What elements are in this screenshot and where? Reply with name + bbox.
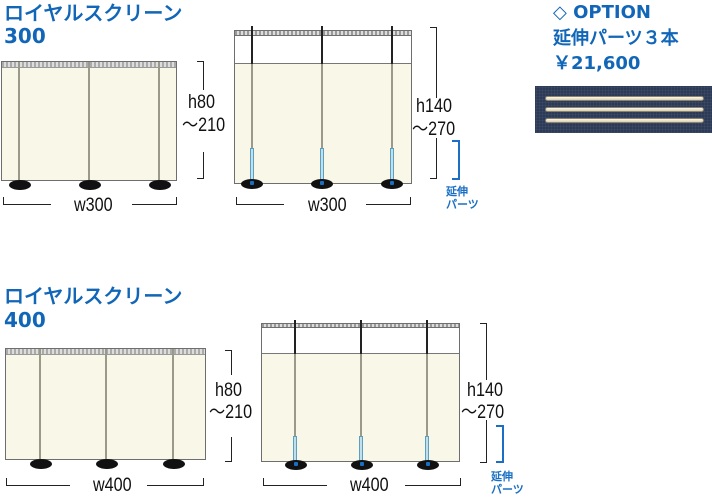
extension-bracket xyxy=(496,425,504,463)
screen-300-high-diagram xyxy=(234,26,414,196)
foot-icon xyxy=(163,459,185,469)
width-label: w400 xyxy=(350,475,389,496)
screen-400-high-diagram xyxy=(261,320,461,470)
height-label: h140 xyxy=(467,380,503,401)
foot-icon xyxy=(96,459,118,469)
height-range: ～210 xyxy=(182,115,226,136)
product-title-300: ロイヤルスクリーン xyxy=(4,1,183,25)
extension-label-2: パーツ xyxy=(446,198,479,211)
option-heading: ◇ OPTION xyxy=(553,2,651,23)
option-label: OPTION xyxy=(573,2,651,23)
width-label: w400 xyxy=(93,475,132,496)
width-bracket-left xyxy=(6,478,70,486)
foot-icon xyxy=(9,180,31,190)
extension-label: 延伸 xyxy=(446,185,468,198)
width-label: w300 xyxy=(74,195,113,216)
foot-icon xyxy=(79,180,101,190)
width-bracket-left xyxy=(263,478,327,486)
screen-panel xyxy=(5,348,206,460)
screen-panel xyxy=(234,63,412,184)
screen-panel xyxy=(1,61,177,181)
foot-icon xyxy=(149,180,171,190)
option-price: ￥21,600 xyxy=(553,53,641,74)
product-model-300: 300 xyxy=(4,24,46,48)
width-bracket-left xyxy=(3,197,51,205)
height-range: ～270 xyxy=(461,402,505,423)
extension-bracket xyxy=(452,140,460,180)
screen-300-low-diagram xyxy=(0,58,180,208)
screen-400-low-diagram xyxy=(5,347,210,477)
diamond-icon: ◇ xyxy=(553,2,567,23)
option-item: 延伸パーツ３本 xyxy=(553,28,679,49)
product-title-400: ロイヤルスクリーン xyxy=(4,284,183,308)
extension-label: 延伸 xyxy=(491,470,513,483)
width-label: w300 xyxy=(308,195,347,216)
height-range: ～210 xyxy=(209,402,253,423)
width-bracket-right xyxy=(132,197,177,205)
width-bracket-right xyxy=(405,478,461,486)
foot-icon xyxy=(30,459,52,469)
height-label: h80 xyxy=(188,92,215,113)
height-label: h80 xyxy=(215,380,242,401)
width-bracket-right xyxy=(366,197,411,205)
height-range: ～270 xyxy=(412,119,456,140)
product-model-400: 400 xyxy=(4,308,46,332)
extension-label-2: パーツ xyxy=(491,483,524,496)
extension-rods-photo xyxy=(535,86,712,133)
width-bracket-left xyxy=(236,197,284,205)
width-bracket-right xyxy=(147,478,204,486)
height-label: h140 xyxy=(416,96,452,117)
